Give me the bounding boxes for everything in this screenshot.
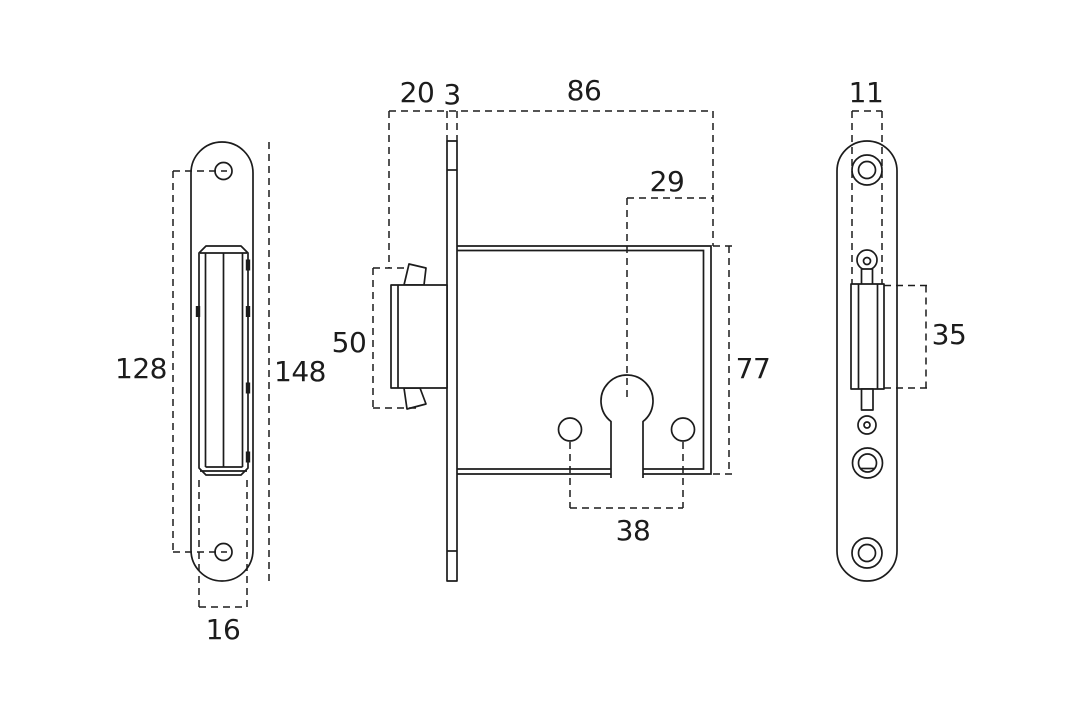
dimension-label-29: 29 (650, 165, 685, 198)
bolt-clip-left (195, 306, 201, 317)
pivot-pin-head (856, 249, 878, 271)
dimension-label-128: 128 (115, 352, 167, 385)
bolt-clip-right-4 (245, 451, 251, 463)
dimension-label-35: 35 (932, 318, 967, 351)
dimension-label-148: 148 (274, 355, 326, 388)
claw-top (403, 263, 427, 286)
small-pivot-hole-center (863, 421, 871, 429)
fixing-hole-left (557, 417, 583, 442)
fixing-hole-right (670, 417, 696, 442)
side-body-view: 20 3 86 29 50 77 38 (332, 74, 771, 582)
bolt-rear-lower-stem (860, 388, 874, 411)
dimension-label-16: 16 (206, 613, 241, 646)
keyhole (600, 374, 654, 478)
bolt-clip-right-2 (245, 306, 251, 317)
bolt-rear-block (850, 283, 885, 390)
rear-screw-hole-top-outer (851, 154, 883, 186)
front-faceplate-view: 128 148 16 (115, 141, 326, 646)
dimension-label-86: 86 (567, 74, 602, 107)
pivot-pin-center (862, 256, 872, 266)
small-pivot-hole-outer (857, 415, 877, 435)
claw-bolt (390, 263, 448, 410)
faceplate-edge-strip (446, 140, 458, 582)
dimension-label-20: 20 (400, 76, 435, 109)
bolt-side-outline (390, 284, 448, 389)
claw-bottom (403, 387, 427, 410)
lock-body-inner-outline (457, 249, 705, 470)
dimension-label-11: 11 (849, 76, 884, 109)
fixing-screw-outer (851, 447, 884, 479)
bolt-clip-right-1 (245, 259, 251, 271)
dimension-label-38: 38 (616, 514, 651, 547)
fixing-screw-inner (857, 453, 878, 473)
rear-screw-hole-top-inner (857, 160, 877, 180)
lock-body-outline (457, 245, 712, 475)
bolt-clip-right-3 (245, 382, 251, 394)
rear-screw-hole-bottom-inner (857, 543, 877, 563)
dimension-label-77: 77 (736, 352, 771, 385)
rear-faceplate-view: 11 35 (836, 76, 967, 582)
dimension-label-3: 3 (443, 78, 460, 111)
pivot-pin-stem (860, 268, 874, 286)
rear-screw-hole-bottom-outer (851, 537, 883, 569)
dimension-label-50: 50 (332, 326, 367, 359)
